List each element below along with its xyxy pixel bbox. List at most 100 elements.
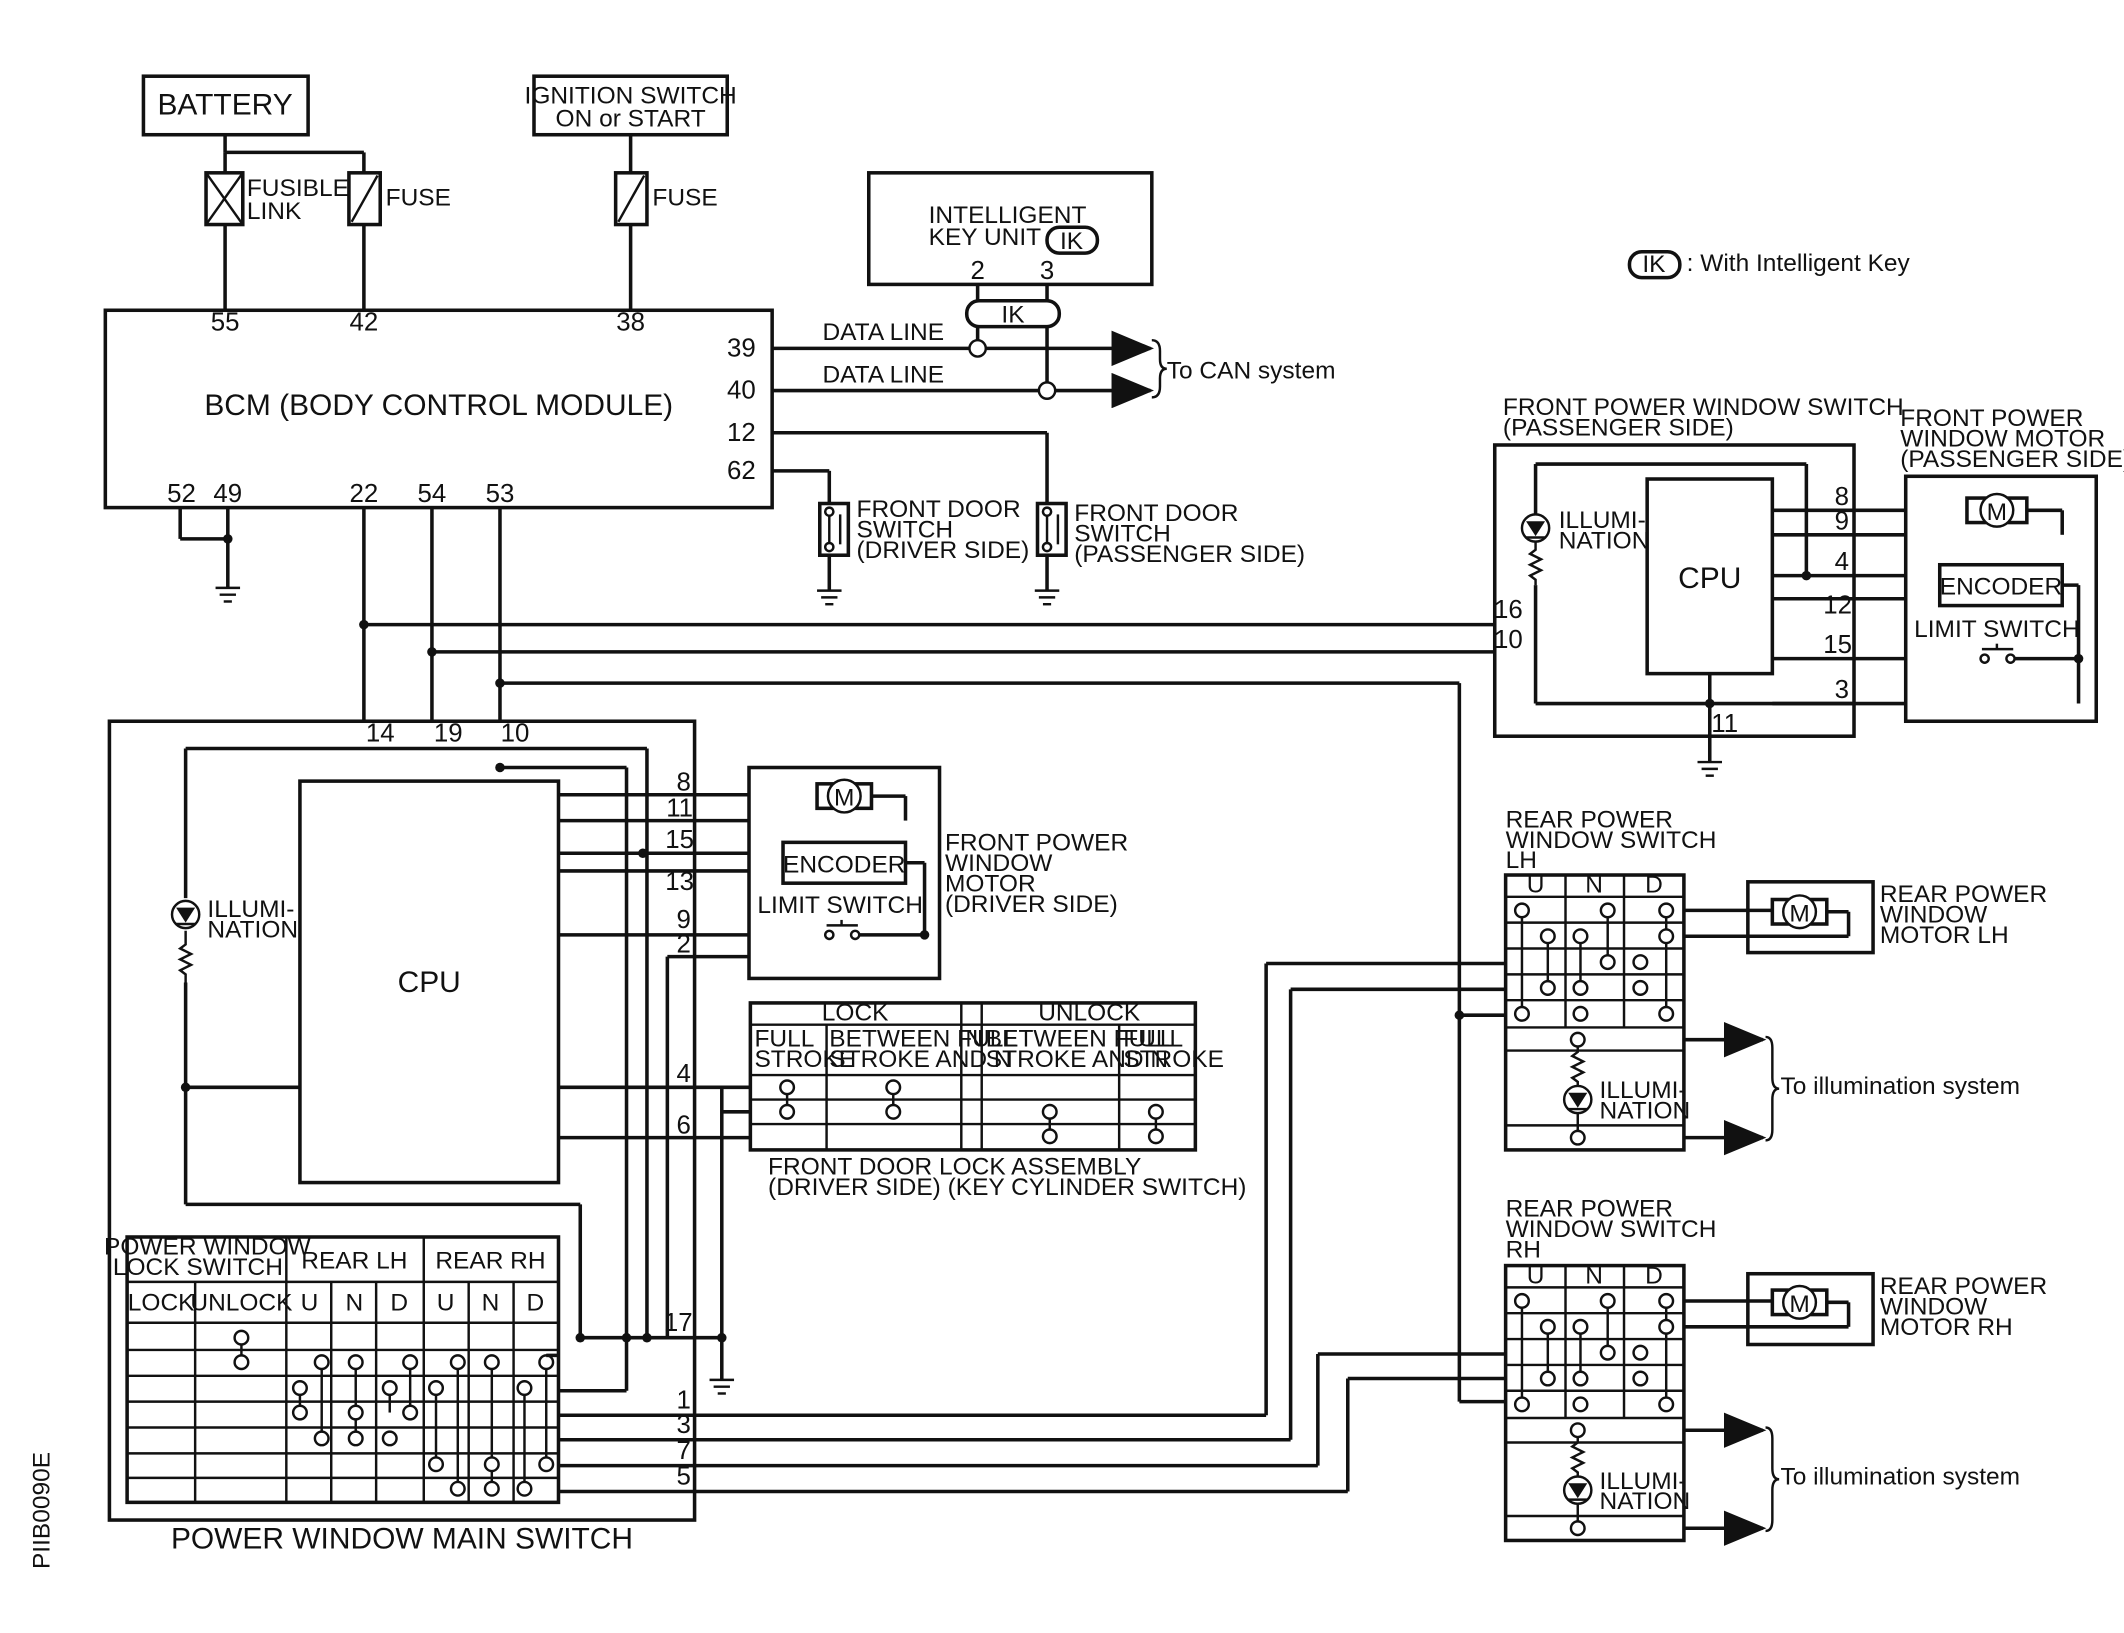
fpws-pin-10: 10: [1494, 626, 1523, 654]
fpws-pin-15: 15: [1823, 631, 1852, 659]
bcm-label: BCM (BODY CONTROL MODULE): [204, 389, 673, 422]
main-illum-line1: ILLUMI-: [207, 896, 294, 923]
fpws-passenger-line2: (PASSENGER SIDE): [1503, 414, 1734, 441]
bcm-pin-55: 55: [211, 309, 240, 337]
main-pin-3: 3: [677, 1411, 691, 1439]
rear-lh-illum-line2: NATION: [1600, 1098, 1691, 1125]
ground-icon: [817, 589, 842, 606]
main-pin-10: 10: [501, 720, 530, 748]
door-lock-n: N: [965, 1025, 983, 1052]
battery-block: BATTERY: [141, 74, 310, 137]
limit-switch-icon: [1979, 643, 2016, 664]
ignition-label-line2: ON or START: [556, 106, 706, 133]
door-switch-passenger-line1: FRONT DOOR: [1074, 500, 1238, 527]
bcm-pin-52: 52: [167, 480, 196, 508]
svg-text:M: M: [834, 785, 854, 812]
bcm-pin-22: 22: [350, 480, 379, 508]
door-lock-unlock-header: UNLOCK: [1038, 1000, 1141, 1027]
bcm-pin-12: 12: [727, 419, 756, 447]
rear-lh-col-u: U: [1527, 872, 1545, 899]
ignition-switch-block: IGNITION SWITCH ON or START: [525, 74, 737, 137]
door-switch-passenger-line3: (PASSENGER SIDE): [1074, 541, 1305, 568]
ik-inline-badge-text: IK: [1001, 302, 1025, 329]
door-switch-passenger-line2: SWITCH: [1074, 521, 1171, 548]
ik-unit-badge: IK: [1060, 228, 1084, 255]
main-pin-17: 17: [664, 1309, 693, 1337]
fuse-icon: [347, 171, 382, 227]
door-lock-label2: (DRIVER SIDE) (KEY CYLINDER SWITCH): [768, 1174, 1246, 1201]
fpwm-driver-line3: MOTOR: [945, 870, 1036, 897]
door-lock-label1: FRONT DOOR LOCK ASSEMBLY: [768, 1153, 1141, 1180]
bcm-pin-42: 42: [350, 309, 379, 337]
rear-lh-to-illum: To illumination system: [1781, 1073, 2021, 1100]
door-lock-full2-a: STROKE: [754, 1046, 855, 1073]
ground-icon: [1034, 589, 1060, 606]
bcm-block: BCM (BODY CONTROL MODULE) 55 42 38 39 40…: [103, 308, 774, 510]
ik-pin-2: 2: [970, 257, 984, 285]
door-lock-between2-a: STROKE AND N: [829, 1046, 1011, 1073]
door-lock-between1-b: BETWEEN FULL: [986, 1025, 1174, 1052]
rear-rh-line3: RH: [1506, 1236, 1541, 1263]
door-lock-full2-b: STROKE: [1123, 1046, 1224, 1073]
rear-rh-illum-line1: ILLUMI-: [1600, 1468, 1687, 1495]
fpwm-passenger-encoder-label: ENCODER: [1940, 574, 2062, 601]
lock-table-col-d2: D: [527, 1289, 545, 1316]
main-illum-line2: NATION: [207, 917, 298, 944]
motor-icon: M: [1965, 492, 2029, 528]
ground-icon: [709, 1378, 735, 1395]
ground-icon: [215, 586, 241, 603]
main-lock-table: POWER WINDOW LOCK SWITCH REAR LH REAR RH…: [104, 1234, 561, 1505]
motor-icon: M: [815, 778, 874, 814]
lock-table-col-u2: U: [437, 1289, 455, 1316]
main-pin-8: 8: [677, 769, 691, 797]
main-pin-2: 2: [677, 931, 691, 959]
door-lock-lock-header: LOCK: [822, 1000, 889, 1027]
data-line-label-2: DATA LINE: [822, 361, 944, 388]
svg-text:M: M: [1789, 900, 1809, 927]
fpws-pin-4: 4: [1835, 548, 1849, 576]
fpws-illum-line1: ILLUMI-: [1559, 507, 1646, 534]
fpwm-passenger-encoder: [1937, 562, 2064, 608]
limit-switch-icon: [823, 919, 861, 941]
ik-badge-inline: [964, 298, 1062, 329]
resistor-icon: [1527, 541, 1544, 586]
rear-rh-motor-line3: MOTOR RH: [1880, 1314, 2013, 1341]
main-pin-7: 7: [677, 1437, 691, 1465]
lock-table-rear-rh: REAR RH: [435, 1247, 545, 1274]
lock-table-col-unlock: UNLOCK: [190, 1289, 293, 1316]
fpws-pin-9: 9: [1835, 507, 1849, 535]
door-switch-icon: [818, 501, 851, 557]
fpwm-passenger-line3: (PASSENGER SIDE): [1900, 446, 2124, 473]
fusible-link-label-line2: LINK: [247, 198, 302, 225]
bcm-pin-40: 40: [727, 377, 756, 405]
fpws-pin-3: 3: [1835, 676, 1849, 704]
rear-lh-motor-line3: MOTOR LH: [1880, 922, 2009, 949]
rear-rh-col-d: D: [1645, 1262, 1663, 1289]
ik-legend-badge: IK: [1642, 251, 1666, 278]
rear-rh-line2: WINDOW SWITCH: [1506, 1216, 1717, 1243]
ignition-label-line1: IGNITION SWITCH: [525, 82, 737, 109]
motor-icon: M: [1770, 894, 1829, 930]
lock-table-col-n1: N: [346, 1289, 364, 1316]
main-pin-1: 1: [677, 1386, 691, 1414]
ik-unit-line2: KEY UNIT :: [929, 224, 1055, 251]
main-pin-11: 11: [666, 795, 693, 823]
main-switch-label: POWER WINDOW MAIN SWITCH: [171, 1523, 633, 1556]
rear-lh-line3: LH: [1506, 847, 1537, 874]
ik-pin-3: 3: [1040, 257, 1054, 285]
lock-table-rear-lh: REAR LH: [301, 1247, 407, 1274]
fpwm-passenger-limit-label: LIMIT SWITCH: [1914, 616, 2080, 643]
door-lock-full1-a: FULL: [754, 1025, 814, 1052]
ik-legend-text: : With Intelligent Key: [1687, 250, 1911, 277]
door-lock-full1-b: FULL: [1123, 1025, 1183, 1052]
rear-rh-line1: REAR POWER: [1506, 1196, 1673, 1223]
data-line-label-1: DATA LINE: [822, 319, 944, 346]
ik-unit-line1: INTELLIGENT: [929, 202, 1087, 229]
fuse-icon: [613, 171, 649, 227]
rear-lh-illum-brace: [1765, 1035, 1780, 1142]
lock-table-col-n2: N: [482, 1289, 500, 1316]
rear-rh-motor-line1: REAR POWER: [1880, 1273, 2047, 1300]
rear-rh-illum-brace: [1765, 1426, 1780, 1533]
rear-lh-motor-line1: REAR POWER: [1880, 881, 2047, 908]
main-pin-13: 13: [665, 868, 694, 896]
